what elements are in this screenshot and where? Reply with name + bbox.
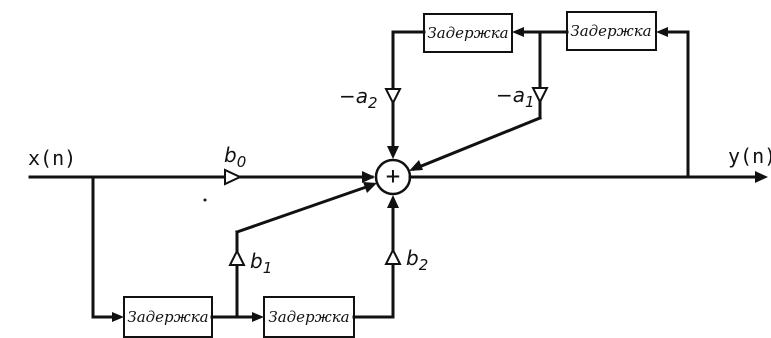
delay-label-ff1: Задержка <box>127 308 208 326</box>
coef-a2-label: −a2 <box>339 84 378 112</box>
scan-speck <box>203 198 207 202</box>
a1-adder-arrow <box>409 160 423 171</box>
gain-b2-triangle <box>384 247 402 265</box>
input-signal-label: x(n) <box>28 146 76 170</box>
gain-a2-triangle <box>384 88 402 106</box>
gain-b0-triangle <box>224 168 243 186</box>
input-arrow <box>362 171 375 183</box>
delay-label-ff2: Задержка <box>268 308 349 326</box>
delay-box-ff1 <box>123 296 213 338</box>
coef-b1-label: b1 <box>250 249 272 277</box>
a1-to-adder <box>412 116 542 171</box>
gain-b1-triangle <box>228 248 246 266</box>
fb-delay1-arrow <box>656 27 668 37</box>
output-arrow <box>755 171 768 183</box>
gain-a1-triangle <box>531 87 549 105</box>
b1-to-adder <box>235 183 374 234</box>
b2-adder-arrow <box>387 195 399 208</box>
a2-adder-arrow <box>387 146 399 159</box>
delay-label-fb1: Задержка <box>570 22 651 40</box>
b1-adder-arrow <box>363 182 377 193</box>
output-signal-label: y(n) <box>728 144 771 168</box>
coef-b0-label: b0 <box>224 143 246 171</box>
delay2-arrow <box>252 312 264 322</box>
adder-symbol: + <box>386 162 400 190</box>
ff-delay1-arrow <box>112 312 124 322</box>
coef-b2-label: b2 <box>406 246 428 274</box>
coef-a1-label: −a1 <box>496 83 535 111</box>
delay-box-ff2 <box>263 296 355 338</box>
fb-delay2-arrow <box>512 27 524 37</box>
delay-box-fb2 <box>423 13 513 53</box>
delay-label-fb2: Задержка <box>427 24 508 42</box>
adder-circle <box>374 158 412 196</box>
